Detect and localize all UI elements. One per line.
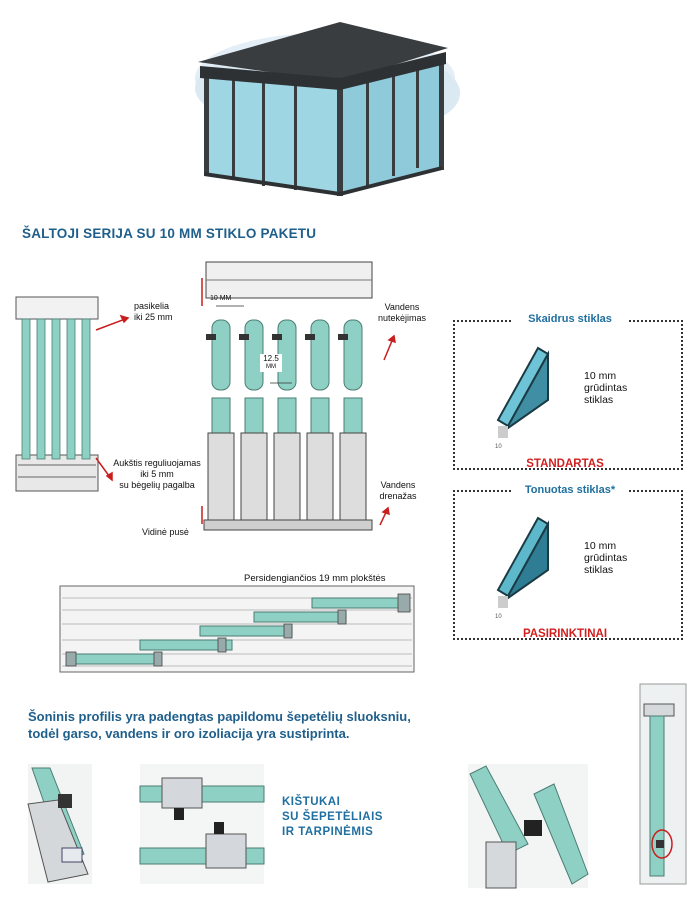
detail-image-2 [139, 764, 265, 884]
panel-tinted-small: 10 [495, 614, 502, 620]
detail-image-4 [639, 683, 687, 885]
side-profile-text: Šoninis profilis yra padengtas papildomu… [28, 709, 411, 741]
panel-clear-glass [453, 320, 683, 470]
section-title: ŠALTOJI SERIJA SU 10 MM STIKLO PAKETU [22, 226, 317, 241]
panel-clear-small: 10 [495, 444, 502, 450]
label-vidine-puse: Vidinė pusė [142, 527, 189, 537]
panel-clear-title: Skaidrus stiklas [512, 313, 628, 325]
panel-tinted-tag: PASIRINKTINAI [522, 628, 608, 640]
label-persidengiancios: Persidengiančios 19 mm plokštės [244, 573, 386, 584]
overlap-plan-drawing [59, 585, 415, 673]
pergola-illustration [195, 22, 460, 196]
glass-tinted-icon [496, 516, 550, 608]
panel-tinted-title: Tonuotas stiklas* [512, 484, 628, 496]
left-profile-drawing [15, 296, 99, 492]
panel-tinted-glass [453, 490, 683, 640]
detail-image-1 [27, 764, 92, 884]
glass-clear-icon [496, 346, 550, 438]
detail-image-3 [468, 764, 589, 889]
dim-10mm: 10 MM [210, 295, 232, 302]
panel-clear-tag: STANDARTAS [526, 458, 604, 470]
cross-section-drawing [201, 261, 373, 531]
